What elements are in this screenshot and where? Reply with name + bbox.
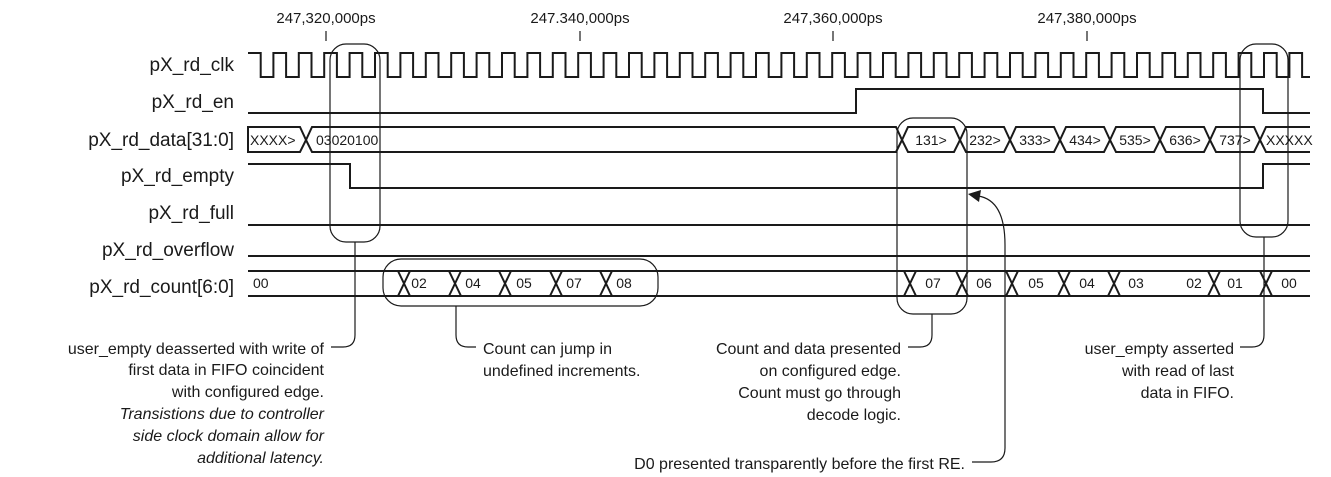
time-marker-2: 247.340,000ps	[530, 10, 629, 27]
time-marker-3: 247,360,000ps	[783, 10, 882, 27]
leader-line-1	[331, 242, 356, 348]
leader-lines	[331, 190, 1265, 463]
en-waveform	[248, 88, 1310, 114]
time-marker-4: 247,380,000ps	[1037, 10, 1136, 27]
count-value-0: 00	[253, 275, 269, 291]
highlight-box-count-jump	[382, 258, 659, 307]
count-value-2: 04	[465, 275, 481, 291]
annotation-2-line-1: Count can jump in	[483, 341, 612, 358]
data-value-8: 737>	[1219, 132, 1251, 148]
data-value-1: 03020100	[316, 132, 379, 148]
signal-name-count: pX_rd_count[6:0]	[89, 277, 234, 298]
count-value-13: 00	[1281, 275, 1297, 291]
count-value-9: 04	[1079, 275, 1095, 291]
count-value-6: 07	[925, 275, 941, 291]
data-value-3: 232>	[969, 132, 1001, 148]
annotation-1-line-3: with configured edge.	[171, 384, 324, 401]
count-value-7: 06	[976, 275, 992, 291]
data-value-5: 434>	[1069, 132, 1101, 148]
count-value-3: 05	[516, 275, 532, 291]
time-marker-1: 247,320,000ps	[276, 10, 375, 27]
annotation-3-line-4: decode logic.	[807, 407, 901, 424]
annotation-2-line-2: undefined increments.	[483, 363, 640, 380]
signal-names: pX_rd_clk pX_rd_en pX_rd_data[31:0] pX_r…	[88, 55, 234, 298]
time-axis: 247,320,000ps 247.340,000ps 247,360,000p…	[276, 10, 1137, 41]
annotation-3-line-2: on configured edge.	[760, 363, 901, 380]
annotation-1-italic-2: side clock domain allow for	[133, 428, 325, 445]
leader-line-5	[1240, 237, 1265, 348]
signal-name-full: pX_rd_full	[148, 203, 234, 224]
annotation-1-italic-3: additional latency.	[197, 450, 324, 467]
empty-waveform	[248, 163, 1310, 189]
annotation-5-line-2: with read of last	[1121, 363, 1235, 380]
signal-name-clk: pX_rd_clk	[150, 55, 235, 76]
annotations: user_empty deasserted with write of firs…	[68, 341, 1235, 473]
data-bus: XXXX> 03020100 131> 232> 333> 434> 535> …	[247, 126, 1313, 153]
leader-line-3	[908, 314, 933, 348]
signal-name-empty: pX_rd_empty	[121, 166, 235, 187]
count-value-11: 02	[1186, 275, 1202, 291]
annotation-1-line-2: first data in FIFO coincident	[128, 362, 324, 379]
clk-waveform	[248, 52, 1310, 78]
annotation-4-line-1: D0 presented transparently before the fi…	[634, 456, 965, 473]
leader-line-4-curve	[977, 195, 1006, 448]
count-value-4: 07	[566, 275, 582, 291]
signal-name-data: pX_rd_data[31:0]	[88, 130, 234, 151]
count-value-5: 08	[616, 275, 632, 291]
data-value-9: XXXXX	[1266, 132, 1313, 148]
signal-name-overflow: pX_rd_overflow	[102, 240, 234, 261]
count-value-1: 02	[411, 275, 427, 291]
highlight-boxes	[329, 43, 1289, 315]
annotation-3-line-3: Count must go through	[738, 385, 901, 402]
data-value-6: 535>	[1119, 132, 1151, 148]
data-value-4: 333>	[1019, 132, 1051, 148]
leader-line-4	[972, 447, 1006, 463]
annotation-3-line-1: Count and data presented	[716, 341, 901, 358]
count-bus: 00 02 04 05 07 08 07 06 05 04 03 02 01 0…	[248, 270, 1310, 297]
waveforms: XXXX> 03020100 131> 232> 333> 434> 535> …	[247, 52, 1313, 297]
data-value-7: 636>	[1169, 132, 1201, 148]
data-value-2: 131>	[915, 132, 947, 148]
arrowhead-icon	[968, 190, 981, 202]
signal-name-en: pX_rd_en	[152, 92, 234, 113]
annotation-1-italic-1: Transistions due to controller	[120, 406, 325, 423]
annotation-1-line-1: user_empty deasserted with write of	[68, 341, 325, 358]
count-value-10: 03	[1128, 275, 1144, 291]
annotation-5-line-3: data in FIFO.	[1141, 385, 1234, 402]
annotation-5-line-1: user_empty asserted	[1085, 341, 1234, 358]
count-value-12: 01	[1227, 275, 1243, 291]
data-value-0: XXXX>	[250, 132, 296, 148]
count-value-8: 05	[1028, 275, 1044, 291]
leader-line-2	[455, 306, 476, 348]
